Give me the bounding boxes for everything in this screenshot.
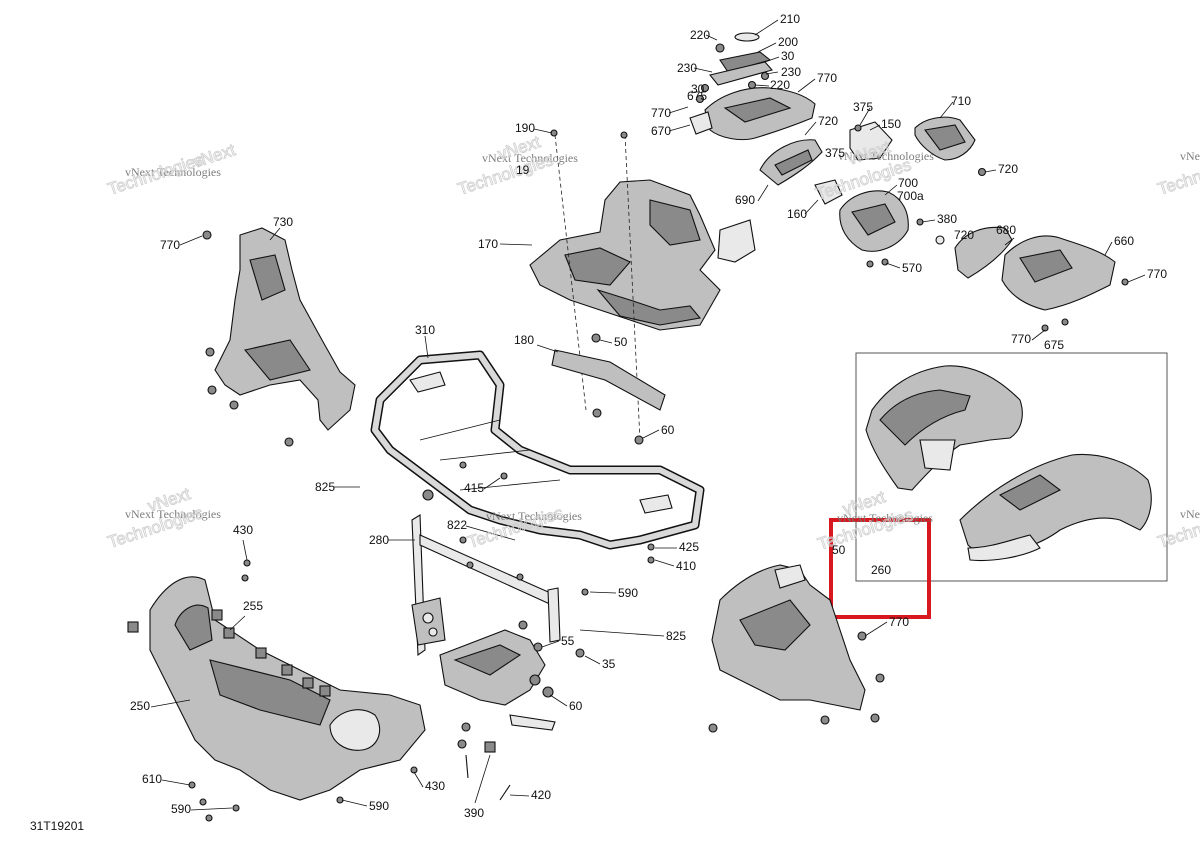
leader-lines bbox=[150, 19, 1146, 811]
svg-text:vNext Technologies: vNext Technologies bbox=[838, 149, 934, 163]
callout-430: 430 bbox=[233, 523, 253, 537]
callout-60: 60 bbox=[569, 699, 583, 713]
callout-690: 690 bbox=[735, 193, 755, 207]
callout-410: 410 bbox=[676, 559, 696, 573]
callout-150: 150 bbox=[881, 117, 901, 131]
part-200-210-220-group bbox=[695, 32, 773, 104]
callout-200: 200 bbox=[778, 35, 798, 49]
callout-230: 230 bbox=[781, 65, 801, 79]
callout-770: 770 bbox=[160, 238, 180, 252]
part-150-bracket bbox=[849, 121, 893, 161]
callout-430: 430 bbox=[425, 779, 445, 793]
bolt-upper bbox=[620, 131, 628, 139]
callout-720: 720 bbox=[954, 228, 974, 242]
callout-590: 590 bbox=[171, 802, 191, 816]
callout-660: 660 bbox=[1114, 234, 1134, 248]
part-50-front-fender bbox=[708, 564, 885, 733]
callout-35: 35 bbox=[602, 657, 616, 671]
part-180-bracket bbox=[551, 333, 666, 445]
callout-425: 425 bbox=[679, 540, 699, 554]
callout-50: 50 bbox=[614, 335, 628, 349]
callout-770: 770 bbox=[1011, 332, 1031, 346]
callout-30: 30 bbox=[781, 49, 795, 63]
callout-260: 260 bbox=[871, 563, 891, 577]
part-170-front-frame bbox=[529, 179, 756, 331]
callout-710: 710 bbox=[951, 94, 971, 108]
callout-220: 220 bbox=[690, 28, 710, 42]
callout-55: 55 bbox=[561, 634, 575, 648]
callout-280: 280 bbox=[369, 533, 389, 547]
callout-720: 720 bbox=[818, 114, 838, 128]
callout-250: 250 bbox=[130, 699, 150, 713]
callout-390: 390 bbox=[464, 806, 484, 820]
part-730-side-panel bbox=[202, 227, 356, 447]
callout-230: 230 bbox=[677, 61, 697, 75]
callout-415: 415 bbox=[464, 481, 484, 495]
drawing-code: 31T19201 bbox=[30, 819, 84, 833]
callout-180: 180 bbox=[514, 333, 534, 347]
callout-570: 570 bbox=[902, 261, 922, 275]
callout-255: 255 bbox=[243, 599, 263, 613]
part-160-clip bbox=[814, 179, 843, 205]
callout-375: 375 bbox=[853, 100, 873, 114]
part-710-cover bbox=[914, 116, 987, 177]
inset-fender-lower bbox=[959, 453, 1152, 561]
callout-310: 310 bbox=[415, 323, 435, 337]
part-690-cover bbox=[759, 139, 823, 186]
highlight-box-260 bbox=[829, 518, 931, 619]
part-670-770-upper-cover bbox=[689, 87, 816, 141]
svg-text:vNext Technologies: vNext Technologies bbox=[486, 509, 582, 523]
svg-text:vNext Technologies: vNext Technologies bbox=[837, 511, 933, 525]
svg-text:vNext Technologies: vNext Technologies bbox=[125, 507, 221, 521]
callout-30: 30 bbox=[691, 82, 705, 96]
svg-text:vNext Technologies: vNext Technologies bbox=[1180, 507, 1200, 521]
callout-380: 380 bbox=[937, 212, 957, 226]
callout-19: 19 bbox=[516, 163, 530, 177]
part-700-bezel bbox=[839, 190, 924, 268]
callout-60: 60 bbox=[661, 423, 675, 437]
part-310-front-rack bbox=[370, 350, 705, 564]
detail-inset-frame bbox=[855, 352, 1168, 582]
callout-730: 730 bbox=[273, 215, 293, 229]
callout-50: 50 bbox=[832, 543, 846, 557]
callout-170: 170 bbox=[478, 237, 498, 251]
callout-675: 675 bbox=[1044, 338, 1064, 352]
part-skid-plate bbox=[439, 536, 589, 731]
svg-text:vNext Technologies: vNext Technologies bbox=[1180, 149, 1200, 163]
part-280-front-bracket bbox=[411, 514, 561, 657]
part-660-side-panel bbox=[1001, 235, 1129, 332]
svg-text:vNext Technologies: vNext Technologies bbox=[125, 165, 221, 179]
callout-825: 825 bbox=[315, 480, 335, 494]
callout-825: 825 bbox=[666, 629, 686, 643]
callout-160: 160 bbox=[787, 207, 807, 221]
inset-fender-upper bbox=[865, 365, 1023, 491]
callout-770: 770 bbox=[817, 71, 837, 85]
part-250-front-fascia bbox=[127, 559, 511, 822]
callout-190: 190 bbox=[515, 121, 535, 135]
callout-700a: 700a bbox=[897, 189, 924, 203]
svg-text:vNext Technologies: vNext Technologies bbox=[482, 151, 578, 165]
callout-770: 770 bbox=[1147, 267, 1167, 281]
callout-822: 822 bbox=[447, 518, 467, 532]
callout-375: 375 bbox=[825, 146, 845, 160]
callout-420: 420 bbox=[531, 788, 551, 802]
callout-675: 675 bbox=[687, 89, 707, 103]
callout-720: 720 bbox=[998, 162, 1018, 176]
callout-770: 770 bbox=[651, 106, 671, 120]
callout-680: 680 bbox=[996, 223, 1016, 237]
callout-590: 590 bbox=[369, 799, 389, 813]
callout-610: 610 bbox=[142, 772, 162, 786]
callout-700: 700 bbox=[898, 176, 918, 190]
callout-220: 220 bbox=[770, 78, 790, 92]
callout-210: 210 bbox=[780, 12, 800, 26]
callout-670: 670 bbox=[651, 124, 671, 138]
callout-770: 770 bbox=[889, 615, 909, 629]
callout-590: 590 bbox=[618, 586, 638, 600]
